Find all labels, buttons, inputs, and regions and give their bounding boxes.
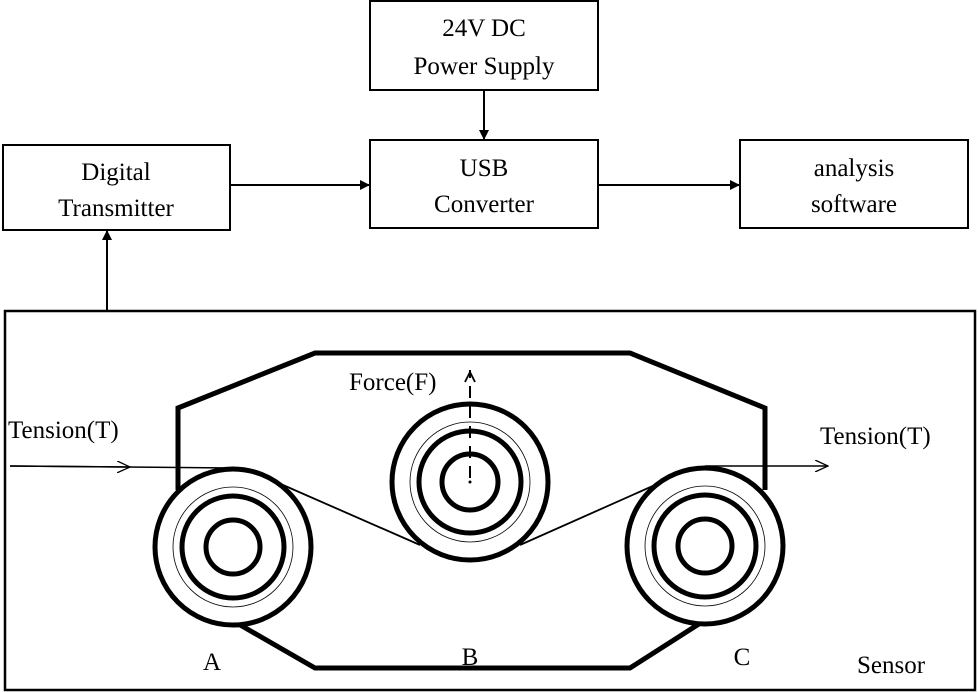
pulley-c-label: C: [734, 644, 751, 671]
pulley-c: [624, 465, 786, 627]
usb-converter-block: USB Converter: [369, 139, 599, 229]
converter-label-1: USB: [460, 155, 509, 182]
tension-in-arrow: [9, 466, 130, 467]
software-label-1: analysis: [814, 155, 895, 182]
analysis-software-block: analysis software: [739, 139, 969, 229]
converter-label-2: Converter: [434, 191, 535, 218]
sensor-housing-top: [175, 350, 768, 490]
pulley-a: [152, 466, 314, 628]
pulley-b: [389, 401, 551, 563]
sensor-label: Sensor: [857, 652, 926, 679]
tension-out-label: Tension(T): [820, 423, 931, 450]
force-label: Force(F): [349, 369, 436, 396]
digital-transmitter-block: Digital Transmitter: [2, 144, 231, 231]
power-supply-label-2: Power Supply: [414, 53, 555, 80]
transmitter-label-1: Digital: [81, 159, 150, 186]
tension-in-label: Tension(T): [8, 417, 119, 444]
belt-b-c: [519, 484, 656, 546]
sensor-housing-bottom: [233, 619, 704, 671]
belt-a-b: [282, 484, 421, 546]
force-arrow-head: [464, 369, 476, 383]
pulley-b-label: B: [462, 644, 479, 671]
pulley-a-label: A: [203, 649, 221, 676]
transmitter-label-2: Transmitter: [58, 195, 174, 222]
sensor-block: Force(F) Tension(T) Tension(T) A B C Sen…: [3, 309, 977, 692]
power-supply-block: 24V DC Power Supply: [369, 0, 599, 91]
power-supply-label-1: 24V DC: [442, 15, 526, 42]
software-label-2: software: [811, 191, 897, 218]
